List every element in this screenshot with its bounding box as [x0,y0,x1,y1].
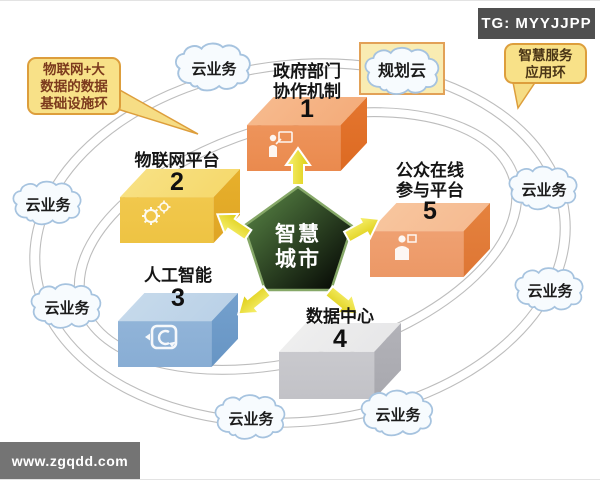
node-number-2: 2 [170,168,184,196]
planning-cloud-label: 规划云 [377,62,426,80]
cloud-bottom-left: 云业务 [210,391,292,443]
node-box-data-center [279,323,401,399]
callout-smart-service-ring: 智慧服务 应用环 [504,43,587,84]
cloud-bottom-right: 云业务 [356,387,440,439]
node-label-gov-collab: 政府部门 协作机制 [273,62,341,101]
cloud-label: 云业务 [521,181,567,199]
refresh-display-icon [145,324,178,350]
cloud-right-lower: 云业务 [510,263,590,316]
node-label-ai: 人工智能 [144,266,212,285]
pentagon [242,185,354,292]
planning-cloud-box: 规划云 [359,42,445,95]
cloud-label: 云业务 [527,283,573,300]
callout-iot-infrastructure-ring: 物联网+大 数据的数据 基础设施环 [27,57,121,115]
cloud-label: 云业务 [44,299,90,317]
node-number-3: 3 [171,284,185,312]
cloud-top: 云业务 [170,39,258,95]
node-number-5: 5 [423,197,437,225]
gears-icon [142,200,171,225]
pentagon-title-line2: 城市 [275,247,321,271]
node-label-data-center: 数据中心 [306,307,374,326]
node-label-iot-platform: 物联网平台 [134,151,220,170]
tg-badge: TG: MYYJJPP [478,8,595,39]
node-number-4: 4 [333,325,347,353]
cloud-label: 云业务 [228,410,274,428]
cloud-label: 云业务 [191,60,237,78]
cloud-label: 云业务 [25,196,71,214]
watermark: www.zgqdd.com [0,442,140,479]
pentagon-title-line1: 智慧 [275,222,321,246]
person-icon [395,234,417,260]
cloud-right-upper: 云业务 [504,161,584,215]
cloud-left-lower: 云业务 [26,279,108,333]
node-label-public-participation: 公众在线 参与平台 [396,161,464,200]
presenter-board-icon [269,131,293,157]
cloud-label: 云业务 [375,406,421,424]
box-front-face [279,351,375,399]
node-number-1: 1 [300,95,314,123]
cloud-left-upper: 云业务 [8,176,88,230]
